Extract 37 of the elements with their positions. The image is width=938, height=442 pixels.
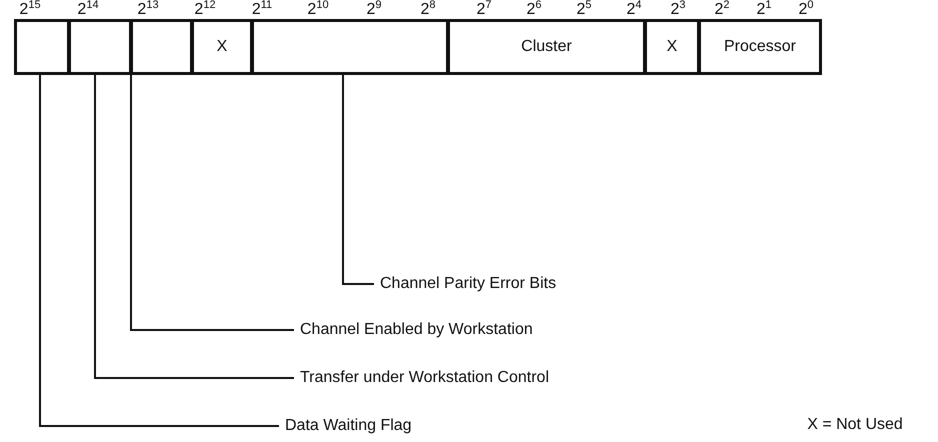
bit-weight: 2$^{10}$: [307, 0, 329, 19]
leader-line: [94, 75, 294, 379]
bit-weight: 2$^{9}$: [366, 0, 382, 19]
field-description: Channel Parity Error Bits: [380, 275, 556, 293]
bit-weight: 2$^{2}$: [714, 0, 730, 19]
bit-field: [130, 19, 193, 75]
bit-weight: 2$^{7}$: [476, 0, 492, 19]
field-description: Data Waiting Flag: [285, 417, 412, 435]
bit-field: [191, 19, 253, 75]
bit-weight: 2$^{13}$: [137, 0, 159, 19]
bit-weight: 2$^{12}$: [194, 0, 216, 19]
bit-field: [251, 19, 449, 75]
bit-weight: 2$^{8}$: [420, 0, 436, 19]
bit-weight: 2$^{5}$: [576, 0, 592, 19]
bit-field: [698, 19, 822, 75]
bit-field: [68, 19, 132, 75]
bit-field: [447, 19, 646, 75]
field-label: X: [666, 38, 678, 56]
leader-line: [39, 75, 279, 427]
bit-weight: 2$^{4}$: [626, 0, 642, 19]
leader-line: [130, 75, 294, 331]
field-description: Transfer under Workstation Control: [300, 369, 549, 387]
field-label: X: [216, 38, 228, 56]
field-label: Processor: [724, 38, 796, 56]
bit-weight: 2$^{1}$: [756, 0, 772, 19]
bit-field: [644, 19, 700, 75]
bit-weight: 2$^{3}$: [670, 0, 686, 19]
bit-field: [14, 19, 70, 75]
bit-weight: 2$^{0}$: [798, 0, 814, 19]
bit-weight: 2$^{14}$: [77, 0, 99, 19]
bit-weight: 2$^{6}$: [526, 0, 542, 19]
legend-note: X = Not Used: [807, 416, 903, 434]
field-label: Cluster: [521, 38, 572, 56]
bit-weight: 2$^{15}$: [19, 0, 41, 19]
leader-line: [342, 75, 374, 285]
bit-weight: 2$^{11}$: [252, 0, 272, 19]
field-description: Channel Enabled by Workstation: [300, 321, 533, 339]
